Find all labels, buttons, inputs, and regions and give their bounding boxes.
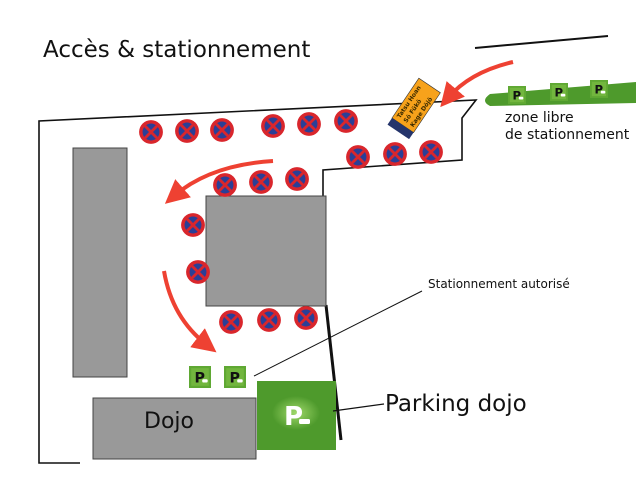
no-parking-sign-icon bbox=[185, 259, 211, 285]
free-parking-label-1: zone libre bbox=[505, 110, 574, 126]
left-building bbox=[72, 147, 128, 378]
parking-dojo-label: Parking dojo bbox=[385, 391, 527, 417]
no-parking-sign-icon bbox=[333, 108, 359, 134]
no-parking-sign-icon bbox=[218, 309, 244, 335]
no-parking-sign-icon bbox=[212, 172, 238, 198]
page-title: Accès & stationnement bbox=[43, 37, 310, 63]
road-line bbox=[474, 35, 609, 49]
no-parking-sign-icon bbox=[174, 118, 200, 144]
no-parking-sign-icon bbox=[284, 166, 310, 192]
no-parking-sign-icon bbox=[345, 144, 371, 170]
parking-sign-icon bbox=[590, 80, 608, 98]
authorized-parking-leader bbox=[253, 290, 423, 377]
authorized-parking-label: Stationnement autorisé bbox=[428, 277, 570, 291]
parking-dojo-leader bbox=[332, 403, 385, 412]
parking-sign-icon bbox=[550, 83, 568, 101]
parking-sign-icon bbox=[224, 366, 246, 388]
parking-sign-icon bbox=[189, 366, 211, 388]
no-parking-sign-icon bbox=[138, 119, 164, 145]
dojo-label: Dojo bbox=[144, 409, 194, 434]
curved-arrow-icon bbox=[162, 270, 217, 353]
no-parking-sign-icon bbox=[293, 305, 319, 331]
no-parking-sign-icon bbox=[209, 117, 235, 143]
dojo-building bbox=[92, 397, 257, 460]
no-parking-sign-icon bbox=[260, 113, 286, 139]
curved-arrow-icon bbox=[164, 159, 274, 204]
no-parking-sign-icon bbox=[418, 139, 444, 165]
site-boundary-right bbox=[324, 304, 343, 441]
no-parking-sign-icon bbox=[296, 111, 322, 137]
car-icon bbox=[299, 419, 310, 424]
dojo-direction-sign: Tatsu Hoan Sō Fūkō Kage Dōjō bbox=[387, 77, 441, 140]
free-parking-label-2: de stationnement bbox=[505, 127, 630, 143]
no-parking-sign-icon bbox=[180, 212, 206, 238]
parking-icon: P bbox=[284, 402, 303, 432]
no-parking-sign-icon bbox=[382, 141, 408, 167]
site-boundary bbox=[38, 99, 478, 464]
no-parking-sign-icon bbox=[256, 307, 282, 333]
parking-sign-icon bbox=[508, 86, 526, 104]
curved-arrow-icon bbox=[440, 60, 514, 108]
no-parking-sign-icon bbox=[248, 169, 274, 195]
center-building bbox=[205, 195, 327, 307]
